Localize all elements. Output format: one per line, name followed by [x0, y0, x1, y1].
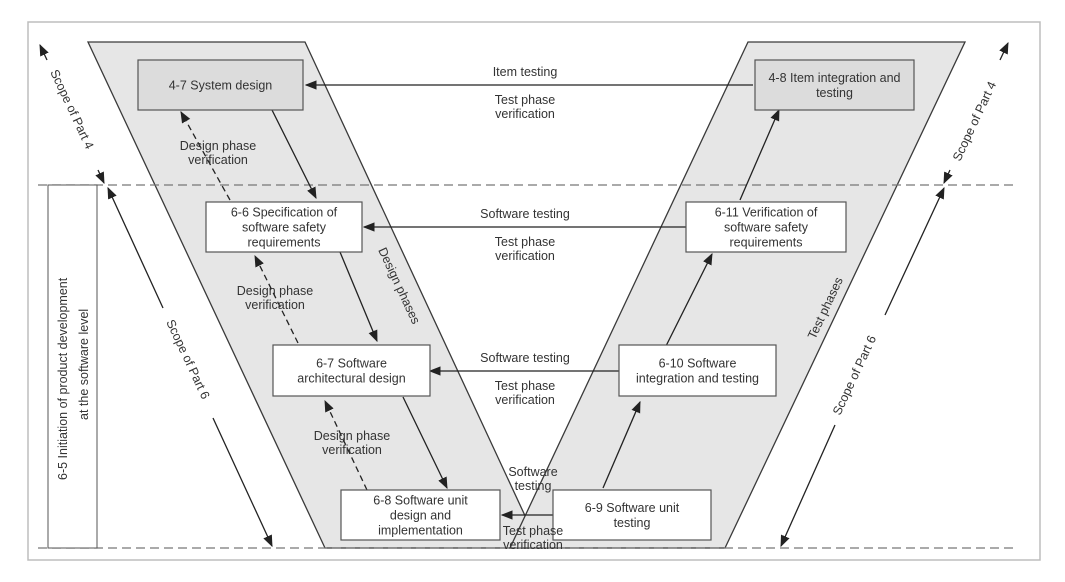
design-verification-label: verification [245, 298, 305, 312]
link-label-below: Test phase [495, 379, 556, 393]
scope-arrow-up-icon [884, 186, 945, 316]
initiation-label-line2: at the software level [77, 309, 91, 420]
design-verification-label: Design phase [180, 139, 256, 153]
process-box-label: 6-11 Verification of [715, 206, 818, 220]
process-box-label: design and [390, 509, 451, 523]
process-box-frame [754, 59, 915, 111]
link-label-below: verification [503, 538, 563, 552]
process-box-frame [685, 201, 847, 253]
design-verification-label: verification [188, 153, 248, 167]
link-label-above: Software [508, 465, 557, 479]
link-label-above: Software testing [480, 351, 570, 365]
scope-arrow-down-icon [212, 417, 273, 548]
link-label-below: Test phase [495, 235, 556, 249]
initiation-label-line1: 6-5 Initiation of product development [56, 277, 70, 480]
link-label-above: testing [515, 479, 552, 493]
scope-arrow-up-icon [107, 186, 164, 309]
design-flow-arrow [402, 396, 448, 490]
process-box-label: software safety [724, 221, 809, 235]
initiation-block: 6-5 Initiation of product development at… [47, 184, 98, 549]
scope-arrow-down-icon [95, 169, 105, 185]
process-box-label: testing [816, 86, 853, 100]
scope-arrow-up-icon [39, 43, 49, 61]
design-verification-arrow [324, 399, 368, 491]
link-label-below: Test phase [495, 93, 556, 107]
design-verification-arrow [254, 254, 299, 344]
process-box-frame [205, 201, 363, 253]
process-box-label: testing [614, 516, 651, 530]
process-box-label: requirements [730, 236, 803, 250]
process-box-label: software safety [242, 221, 327, 235]
link-label-below: verification [495, 393, 555, 407]
scope-arrow-up-icon [999, 41, 1009, 61]
test-flow-arrow [665, 252, 713, 347]
scope-arrow-down-icon [780, 424, 836, 548]
scope-arrow-down-icon [943, 169, 953, 185]
process-box-label: 4-8 Item integration and [768, 71, 900, 85]
design-verification-label: Design phase [237, 284, 313, 298]
process-box-frame [552, 489, 712, 541]
link-label-above: Item testing [493, 65, 558, 79]
process-box-label: architectural design [297, 372, 405, 386]
design-flow-arrow [270, 107, 317, 200]
test-flow-arrow [739, 108, 780, 201]
design-verification-label: verification [322, 443, 382, 457]
process-box-frame [340, 489, 501, 541]
design-box-4-7: 4-7 System design [137, 59, 304, 111]
process-box-frame [618, 344, 777, 397]
process-box-label: requirements [248, 236, 321, 250]
process-box-label: 6-6 Specification of [231, 206, 338, 220]
process-box-label: 6-7 Software [316, 357, 387, 371]
design-verification-arrow [180, 110, 231, 201]
process-box-label: 6-8 Software unit [373, 494, 468, 508]
process-box-label: 6-10 Software [659, 357, 737, 371]
design-verification-label: Design phase [314, 429, 390, 443]
link-label-below: verification [495, 107, 555, 121]
process-box-label: integration and testing [636, 372, 759, 386]
process-box-label: 4-7 System design [169, 79, 273, 93]
process-box-frame [272, 344, 431, 397]
process-box-frame [137, 59, 304, 111]
link-label-below: verification [495, 249, 555, 263]
link-label-above: Software testing [480, 207, 570, 221]
link-label-below: Test phase [503, 524, 564, 538]
design-flow-arrow [339, 251, 378, 343]
test-flow-arrow [602, 400, 641, 489]
process-box-label: 6-9 Software unit [585, 501, 680, 515]
process-box-label: implementation [378, 524, 463, 538]
